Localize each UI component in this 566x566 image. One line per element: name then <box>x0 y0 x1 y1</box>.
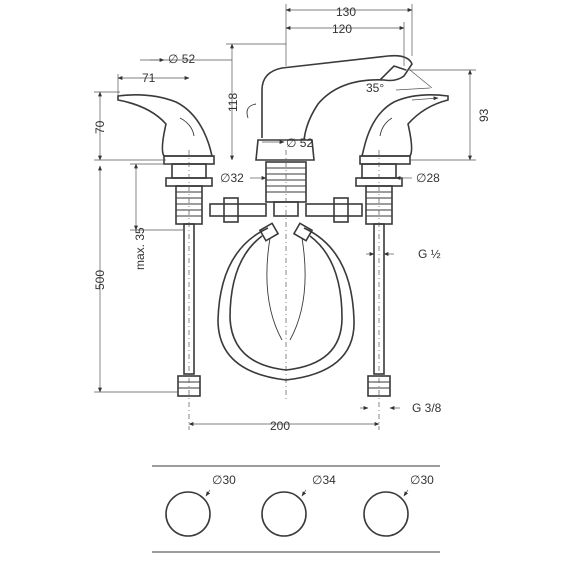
dim-120: 120 <box>332 22 352 36</box>
center-shank <box>188 150 380 430</box>
dim-max-35: max. 35 <box>133 227 147 270</box>
dim-70: 70 <box>93 120 107 134</box>
dim-hole-right: ∅30 <box>410 473 434 487</box>
dim-hole-left: ∅30 <box>212 473 236 487</box>
dim-g-3-8: G 3/8 <box>412 401 442 415</box>
dimension-labels: 130 120 ∅ 52 71 118 35° 70 93 ∅ 52 ∅32 ∅… <box>93 5 491 487</box>
dim-base-diameter: ∅ 52 <box>286 136 313 150</box>
dim-g-half: G ½ <box>418 247 441 261</box>
dim-35-deg: 35° <box>366 81 384 95</box>
dim-118: 118 <box>226 93 240 112</box>
dim-32: ∅32 <box>220 171 244 185</box>
dim-hole-center: ∅34 <box>312 473 336 487</box>
hole-center <box>261 491 307 537</box>
hose-loop <box>217 222 355 381</box>
spout <box>246 54 413 161</box>
left-handle <box>117 94 215 165</box>
hole-pattern <box>152 465 440 553</box>
right-handle <box>359 94 449 165</box>
dim-71: 71 <box>142 71 156 85</box>
dimension-lines <box>94 4 476 426</box>
dim-130: 130 <box>336 5 356 19</box>
dim-500: 500 <box>93 270 107 290</box>
dim-top-diameter: ∅ 52 <box>168 52 195 66</box>
dim-200: 200 <box>270 419 290 433</box>
dim-93: 93 <box>477 108 491 122</box>
hole-right <box>363 491 409 537</box>
dim-28: ∅28 <box>416 171 440 185</box>
hole-left <box>165 491 211 537</box>
